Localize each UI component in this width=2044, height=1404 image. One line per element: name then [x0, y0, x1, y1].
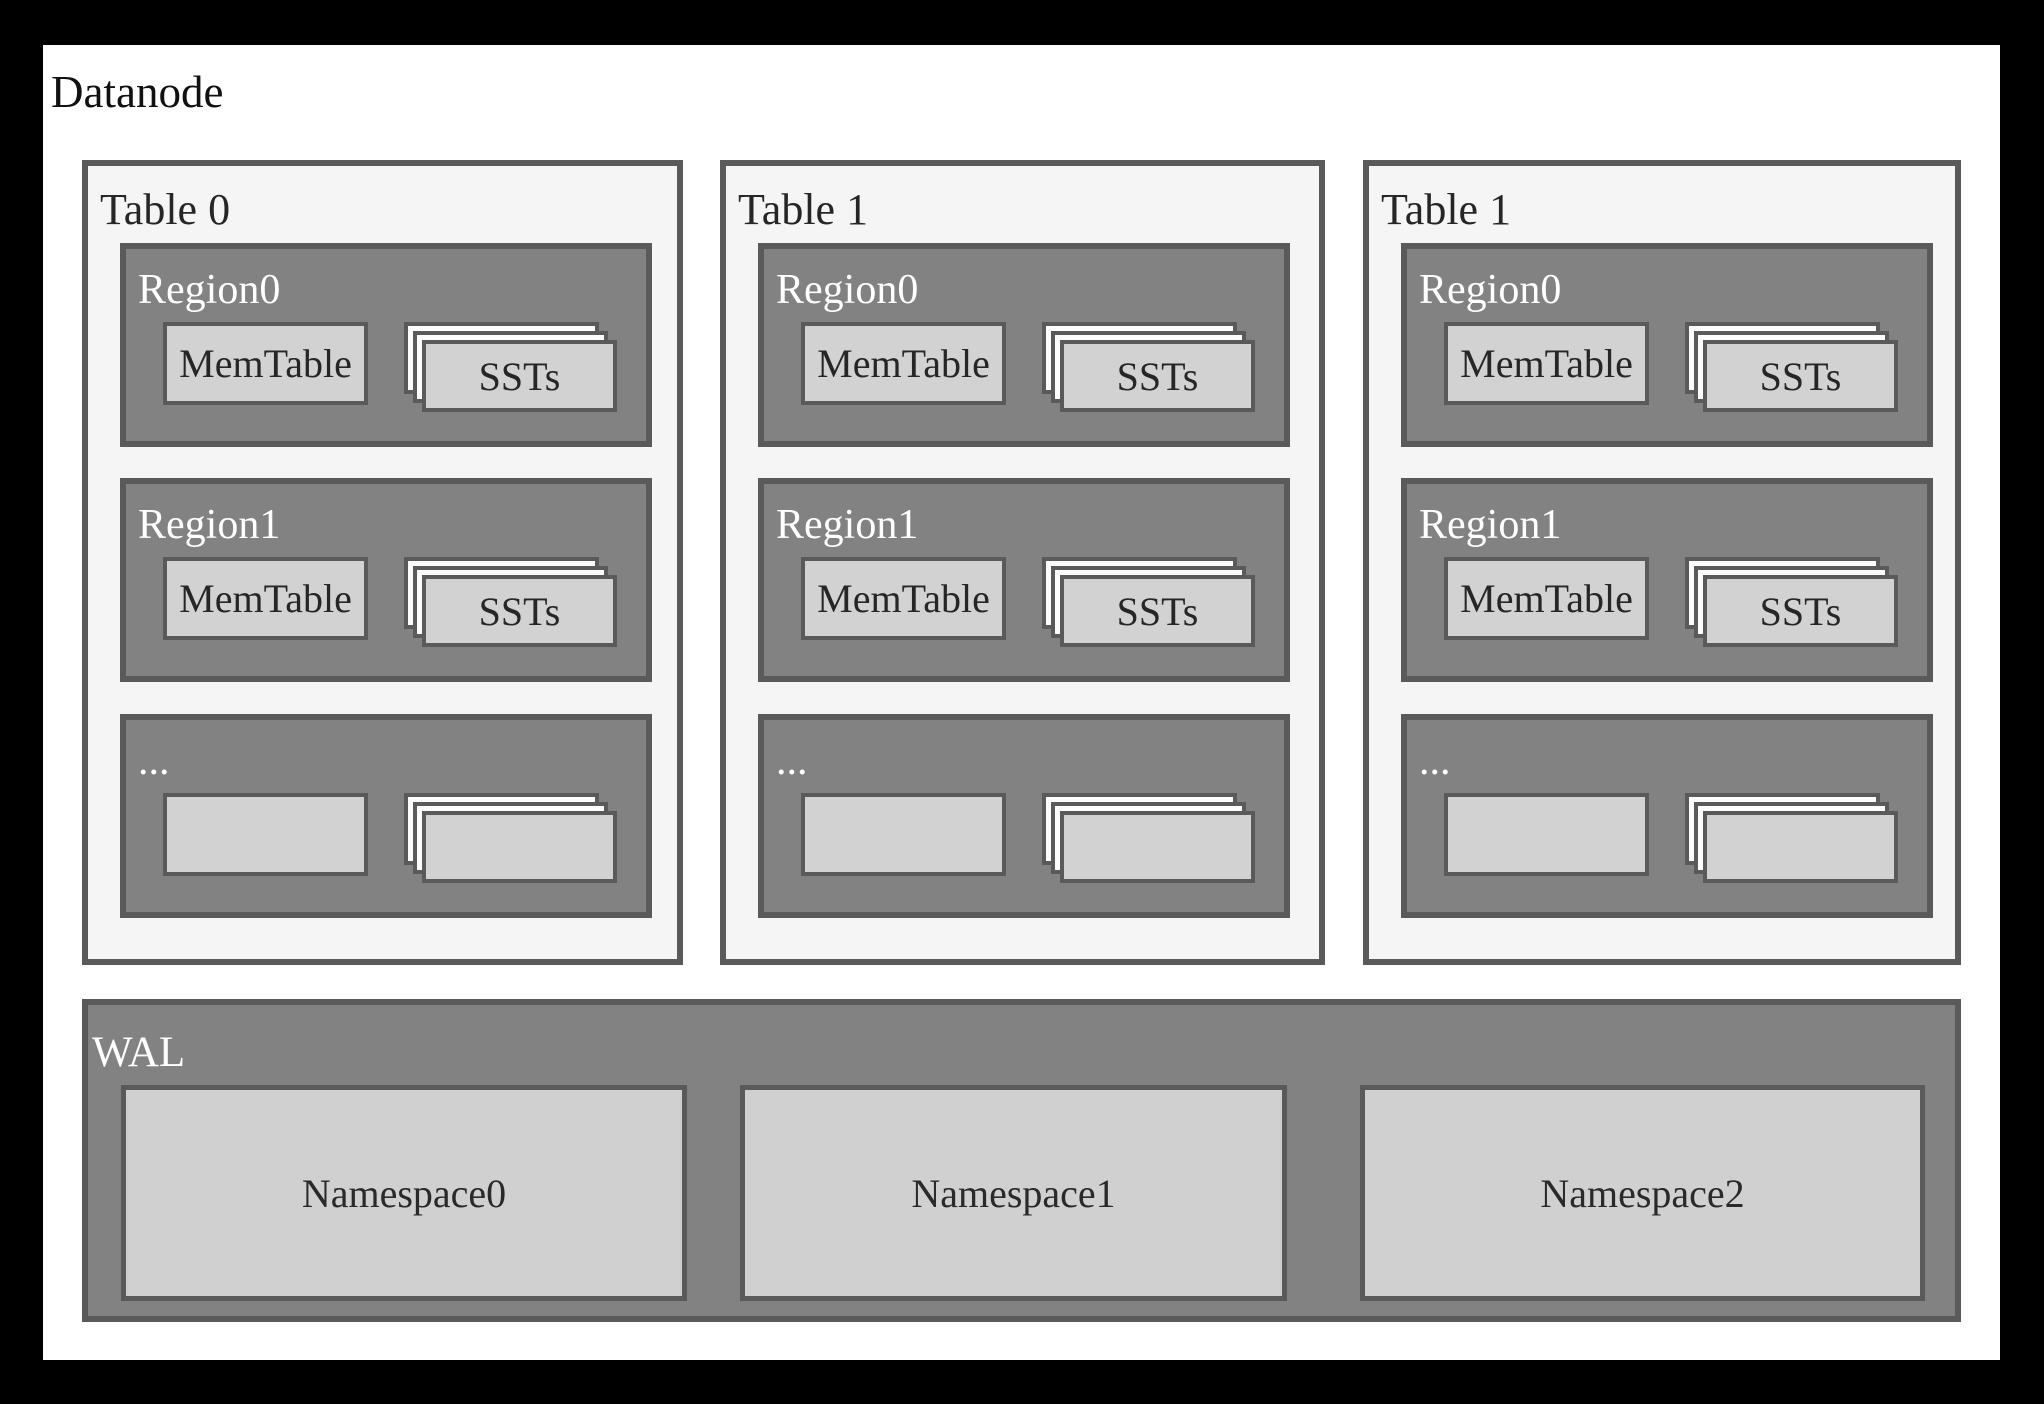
- ssts-sheet-front: SSTs: [1060, 575, 1255, 647]
- datanode-title: Datanode: [51, 67, 224, 117]
- memtable-box-empty: [1444, 793, 1649, 876]
- memtable-box: MemTable: [1444, 322, 1649, 405]
- table-2-region-1: Region1 MemTable SSTs: [1401, 478, 1933, 682]
- namespace-box-1: Namespace1: [740, 1085, 1287, 1301]
- ssts-sheet-front: SSTs: [422, 575, 617, 647]
- namespace-box-2: Namespace2: [1360, 1085, 1925, 1301]
- table-2-region-ellipsis: ...: [1401, 714, 1933, 918]
- memtable-box-empty: [801, 793, 1006, 876]
- region-label: Region0: [138, 267, 281, 313]
- memtable-box: MemTable: [801, 322, 1006, 405]
- table-1-region-1: Region1 MemTable SSTs: [758, 478, 1290, 682]
- ssts-stack-empty: [1042, 793, 1255, 883]
- table-2-label: Table 1: [1381, 185, 1512, 234]
- memtable-box: MemTable: [163, 322, 368, 405]
- ssts-sheet-front: SSTs: [1060, 340, 1255, 412]
- table-1-label: Table 1: [738, 185, 869, 234]
- ssts-stack: SSTs: [404, 322, 617, 412]
- region-label: Region1: [1419, 502, 1562, 548]
- ssts-stack: SSTs: [1685, 557, 1898, 647]
- memtable-box: MemTable: [163, 557, 368, 640]
- table-0-region-ellipsis: ...: [120, 714, 652, 918]
- ssts-sheet-front: [1703, 811, 1898, 883]
- ssts-stack: SSTs: [1042, 322, 1255, 412]
- ssts-stack-empty: [1685, 793, 1898, 883]
- memtable-box: MemTable: [801, 557, 1006, 640]
- ssts-sheet-front: [422, 811, 617, 883]
- ssts-stack: SSTs: [1685, 322, 1898, 412]
- wal-box: WAL Namespace0 Namespace1 Namespace2: [82, 999, 1961, 1322]
- memtable-box-empty: [163, 793, 368, 876]
- region-label: Region0: [776, 267, 919, 313]
- region-label: ...: [138, 738, 170, 784]
- wal-label: WAL: [92, 1029, 186, 1076]
- region-label: ...: [776, 738, 808, 784]
- region-label: Region1: [138, 502, 281, 548]
- table-2-region-0: Region0 MemTable SSTs: [1401, 243, 1933, 447]
- memtable-box: MemTable: [1444, 557, 1649, 640]
- region-label: Region1: [776, 502, 919, 548]
- table-box-2: Table 1 Region0 MemTable SSTs Region1 Me…: [1363, 160, 1961, 965]
- table-box-0: Table 0 Region0 MemTable SSTs Region1 Me…: [82, 160, 683, 965]
- ssts-sheet-front: SSTs: [1703, 340, 1898, 412]
- region-label: Region0: [1419, 267, 1562, 313]
- datanode-canvas: Datanode Table 0 Region0 MemTable SSTs R…: [43, 45, 2000, 1360]
- table-0-label: Table 0: [100, 185, 231, 234]
- ssts-stack: SSTs: [404, 557, 617, 647]
- table-1-region-0: Region0 MemTable SSTs: [758, 243, 1290, 447]
- ssts-sheet-front: [1060, 811, 1255, 883]
- table-0-region-1: Region1 MemTable SSTs: [120, 478, 652, 682]
- table-box-1: Table 1 Region0 MemTable SSTs Region1 Me…: [720, 160, 1325, 965]
- ssts-stack-empty: [404, 793, 617, 883]
- ssts-sheet-front: SSTs: [422, 340, 617, 412]
- ssts-sheet-front: SSTs: [1703, 575, 1898, 647]
- region-label: ...: [1419, 738, 1451, 784]
- table-1-region-ellipsis: ...: [758, 714, 1290, 918]
- namespace-box-0: Namespace0: [121, 1085, 687, 1301]
- ssts-stack: SSTs: [1042, 557, 1255, 647]
- table-0-region-0: Region0 MemTable SSTs: [120, 243, 652, 447]
